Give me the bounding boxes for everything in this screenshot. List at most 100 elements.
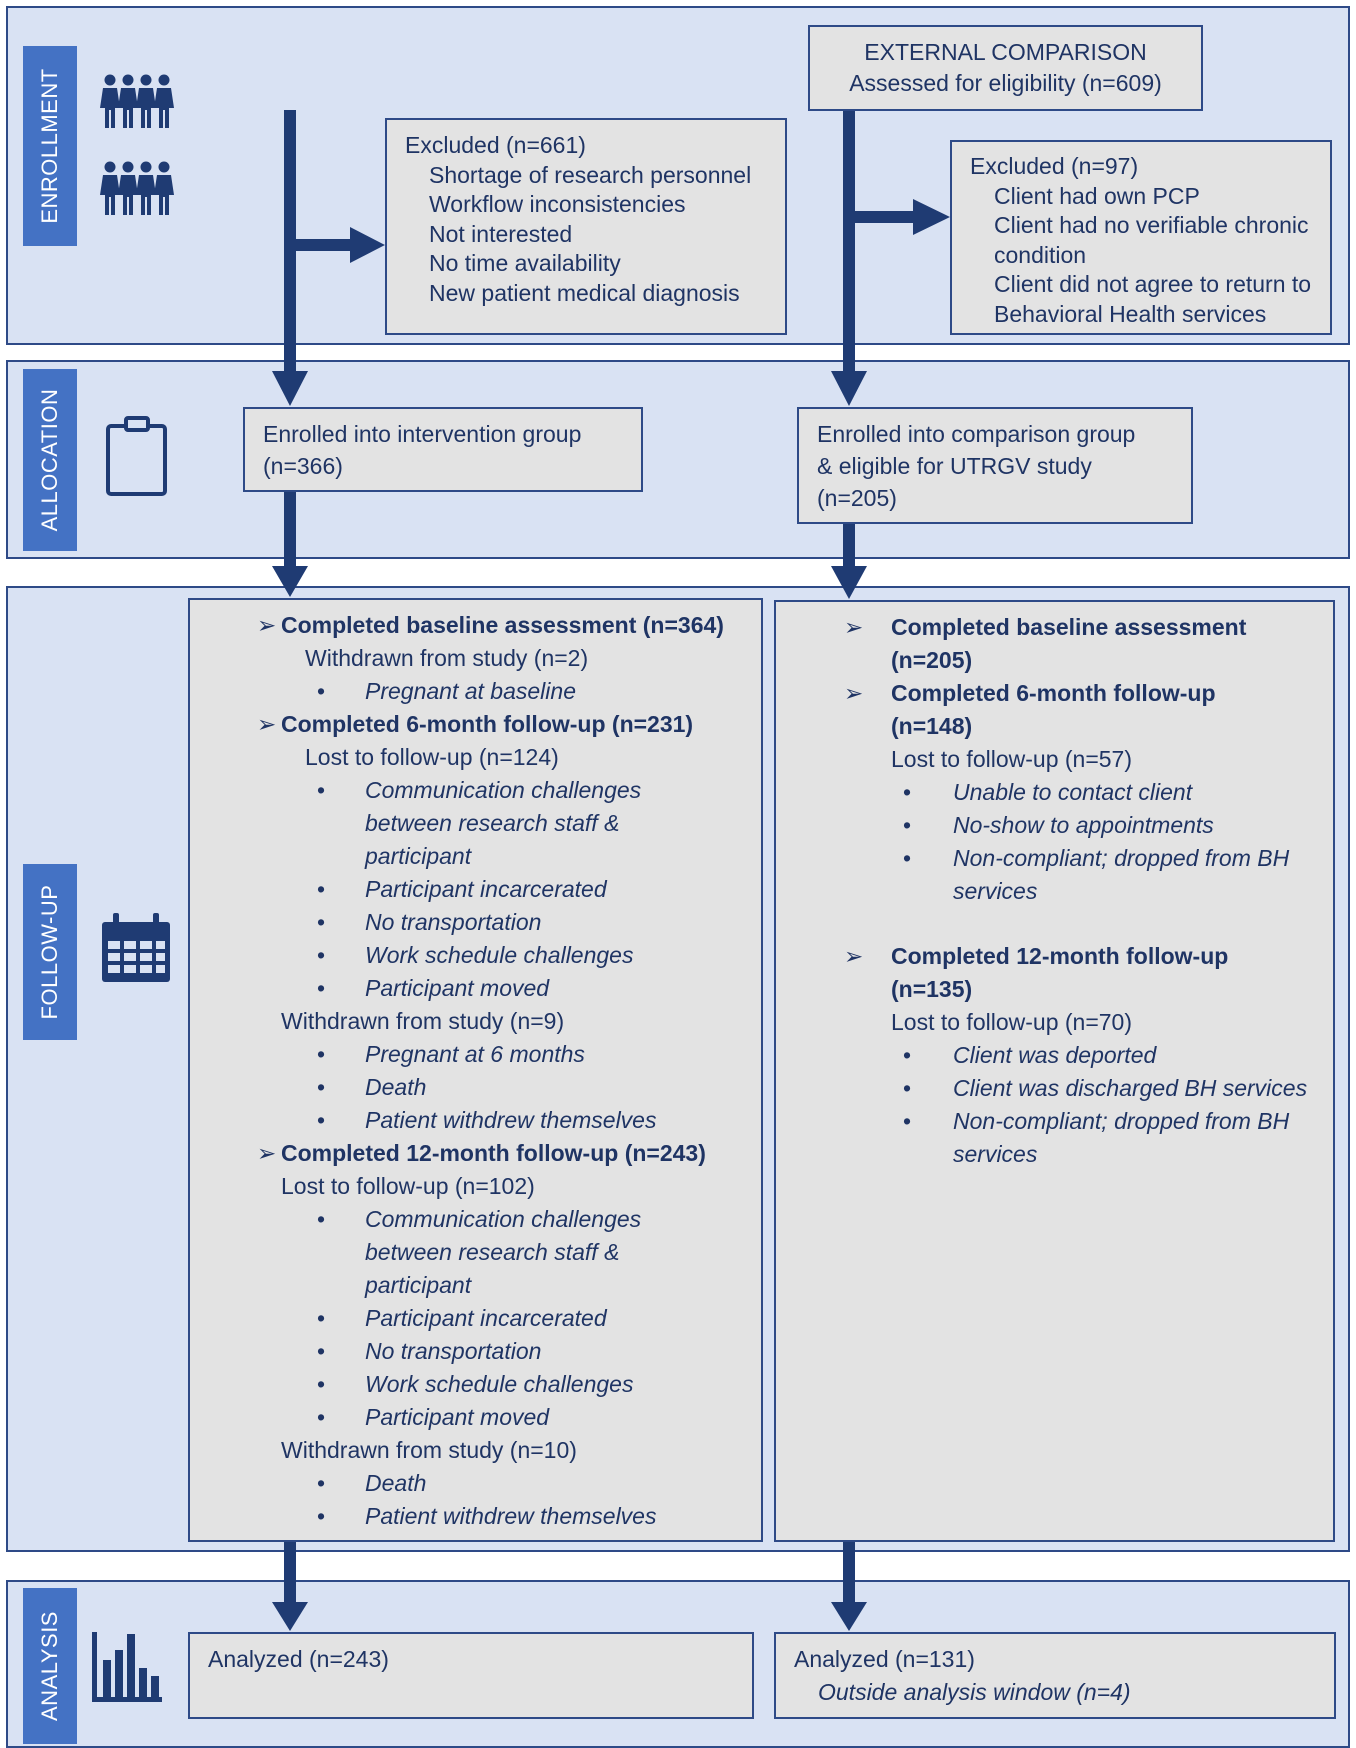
excluded-right-line: Behavioral Health services xyxy=(994,301,1267,327)
bullet-icon: • xyxy=(317,1503,326,1529)
bullet-icon: • xyxy=(903,1108,912,1134)
bullet-icon: • xyxy=(317,1338,326,1364)
bullet-icon: • xyxy=(903,845,912,871)
completed-baseline: Completed baseline assessment xyxy=(891,614,1247,640)
excluded-left-item: Workflow inconsistencies xyxy=(429,191,686,217)
arrow-head xyxy=(272,566,308,597)
bullet-icon: • xyxy=(903,1042,912,1068)
completed-6-month: Completed 6-month follow-up xyxy=(891,680,1216,706)
enrolled-comparison-line: Enrolled into comparison group xyxy=(817,421,1136,447)
lost-12-month-reason: between research staff & xyxy=(365,1239,620,1265)
excluded-right-line: Client had no verifiable chronic xyxy=(994,212,1309,238)
arrow-shaft xyxy=(290,239,352,251)
arrow-bullet-icon: ➢ xyxy=(844,614,864,640)
outside-analysis-window: Outside analysis window (n=4) xyxy=(818,1679,1131,1705)
lost-6-month-reason: Non-compliant; dropped from BH xyxy=(953,845,1290,871)
lost-12-month: Lost to follow-up (n=70) xyxy=(891,1009,1132,1035)
bullet-icon: • xyxy=(317,1206,326,1232)
arrow-head xyxy=(831,371,867,406)
arrow-shaft xyxy=(843,1542,855,1604)
excluded-right-line: condition xyxy=(994,242,1087,268)
completed-12-month-count: (n=135) xyxy=(891,976,973,1002)
analyzed-intervention: Analyzed (n=243) xyxy=(208,1646,389,1672)
arrow-head xyxy=(831,566,867,599)
bullet-icon: • xyxy=(903,1075,912,1101)
enrolled-comparison-box: Enrolled into comparison group & eligibl… xyxy=(797,407,1193,524)
lost-6-month: Lost to follow-up (n=124) xyxy=(305,744,559,770)
arrow-bullet-icon: ➢ xyxy=(844,943,864,969)
enrolled-comparison-line: & eligible for UTRGV study xyxy=(817,453,1092,479)
analysis-intervention-box: Analyzed (n=243) xyxy=(188,1632,754,1719)
excluded-left-item: Shortage of research personnel xyxy=(429,162,752,188)
withdrawn-12-month: Withdrawn from study (n=10) xyxy=(281,1437,577,1463)
bullet-icon: • xyxy=(317,1404,326,1430)
withdrawn-12-month-reason: Death xyxy=(365,1470,427,1496)
excluded-left-box: Excluded (n=661) Shortage of research pe… xyxy=(385,118,787,335)
excluded-right-title: Excluded (n=97) xyxy=(970,153,1139,179)
excluded-left-title: Excluded (n=661) xyxy=(405,132,586,158)
external-comparison-box: EXTERNAL COMPARISON Assessed for eligibi… xyxy=(808,25,1203,111)
excluded-right-line: Client had own PCP xyxy=(994,183,1200,209)
bullet-icon: • xyxy=(317,1074,326,1100)
arrow-bullet-icon: ➢ xyxy=(257,1140,277,1166)
withdrawn-6-month: Withdrawn from study (n=9) xyxy=(281,1008,565,1034)
completed-12-month: Completed 12-month follow-up xyxy=(891,943,1229,969)
people-icon xyxy=(100,74,174,215)
analysis-tab: ANALYSIS xyxy=(23,1588,77,1744)
bullet-icon: • xyxy=(317,909,326,935)
enrolled-comparison-count: (n=205) xyxy=(817,485,897,511)
lost-6-month-reason: Participant incarcerated xyxy=(365,876,607,902)
bullet-icon: • xyxy=(317,1371,326,1397)
lost-12-month-reason: Work schedule challenges xyxy=(365,1371,634,1397)
lost-6-month-reason: services xyxy=(953,878,1038,904)
arrow-head xyxy=(831,1602,867,1631)
arrow-head xyxy=(350,227,385,263)
arrow-shaft xyxy=(843,111,855,373)
bullet-icon: • xyxy=(317,1305,326,1331)
completed-6-month-count: (n=148) xyxy=(891,713,973,739)
analyzed-comparison: Analyzed (n=131) xyxy=(794,1646,975,1672)
arrow-shaft xyxy=(843,524,855,568)
excluded-left-item: New patient medical diagnosis xyxy=(429,280,740,306)
enrolled-intervention-count: (n=366) xyxy=(263,453,343,479)
completed-6-month: Completed 6-month follow-up (n=231) xyxy=(281,711,694,737)
excluded-right-box: Excluded (n=97) Client had own PCP Clien… xyxy=(950,140,1332,335)
lost-6-month-reason: between research staff & xyxy=(365,810,620,836)
arrow-head xyxy=(913,199,950,235)
arrow-bullet-icon: ➢ xyxy=(257,612,277,638)
excluded-left-item: Not interested xyxy=(429,221,573,247)
arrow-shaft xyxy=(849,211,915,223)
calendar-icon xyxy=(102,913,170,982)
withdrawn-6-month-reason: Death xyxy=(365,1074,427,1100)
bar-chart-icon xyxy=(92,1632,162,1702)
arrow-shaft xyxy=(284,1542,296,1604)
follow-up-tab: FOLLOW-UP xyxy=(23,864,77,1040)
external-comparison-title: EXTERNAL COMPARISON xyxy=(864,39,1147,65)
completed-baseline-count: (n=205) xyxy=(891,647,973,673)
lost-12-month-reason: Non-compliant; dropped from BH xyxy=(953,1108,1290,1134)
followup-comparison-box: ➢ Completed baseline assessment (n=205) … xyxy=(774,600,1335,1542)
enrolled-intervention-line: Enrolled into intervention group xyxy=(263,421,582,447)
bullet-icon: • xyxy=(317,876,326,902)
lost-6-month-reason: Participant moved xyxy=(365,975,550,1001)
lost-12-month-reason: Client was deported xyxy=(953,1042,1157,1068)
analysis-comparison-box: Analyzed (n=131) Outside analysis window… xyxy=(774,1632,1336,1719)
withdrawn-baseline: Withdrawn from study (n=2) xyxy=(305,645,589,671)
bullet-icon: • xyxy=(903,812,912,838)
lost-12-month-reason: services xyxy=(953,1141,1038,1167)
arrow-bullet-icon: ➢ xyxy=(844,680,864,706)
arrow-head xyxy=(272,371,308,406)
lost-12-month-reason: participant xyxy=(365,1272,472,1298)
lost-6-month-reason: No-show to appointments xyxy=(953,812,1214,838)
clipboard-icon xyxy=(106,416,167,496)
bullet-icon: • xyxy=(317,678,326,704)
bullet-icon: • xyxy=(903,779,912,805)
arrow-bullet-icon: ➢ xyxy=(257,711,277,737)
lost-6-month-reason: Communication challenges xyxy=(365,777,642,803)
withdrawn-6-month-reason: Patient withdrew themselves xyxy=(365,1107,657,1133)
bullet-icon: • xyxy=(317,1470,326,1496)
withdrawn-baseline-reason: Pregnant at baseline xyxy=(365,678,576,704)
lost-12-month-reason: Communication challenges xyxy=(365,1206,642,1232)
